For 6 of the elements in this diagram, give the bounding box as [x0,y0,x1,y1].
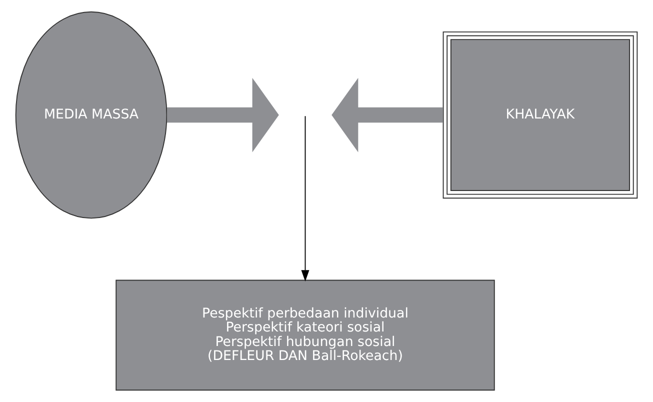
arrow [332,78,443,152]
node-ellipse: MEDIA MASSA [15,11,168,219]
node-box: KHALAYAK [442,31,638,199]
node-box: Pespektif perbedaan individual Perspektif kateori sosial Perspektif hubungan sosial (DEFLEUR DAN Ball-Rokeach) [116,280,495,391]
arrow [167,78,279,152]
arrow [301,116,310,282]
